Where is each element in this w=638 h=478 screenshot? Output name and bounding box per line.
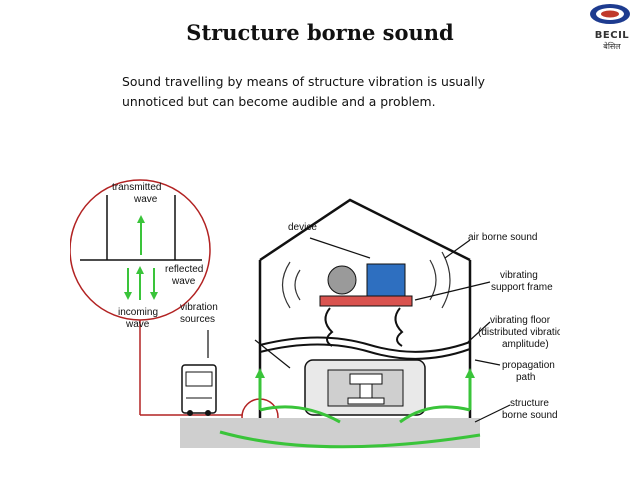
label-floor: vibrating floor [490, 315, 551, 326]
logo-name: BECIL [594, 30, 630, 41]
sound-wave-left [294, 269, 301, 301]
label-floor-2: (distributed vibration [478, 327, 560, 338]
label-floor-3: amplitude) [502, 339, 549, 350]
label-reflected: reflected [165, 264, 203, 275]
label-propagation: propagation [502, 360, 555, 371]
machine [304, 359, 426, 416]
sound-wave-right [429, 259, 437, 301]
label-incoming: incoming [118, 307, 158, 318]
label-structure: structure [510, 398, 549, 409]
label-transmitted-2: wave [133, 194, 158, 205]
propagation-arrows [219, 375, 481, 449]
label-structure-2: borne sound [502, 410, 558, 421]
label-reflected-2: wave [171, 276, 196, 287]
slide-body-text: Sound travelling by means of structure v… [122, 74, 485, 109]
label-arrows [207, 237, 511, 423]
label-support-2: support frame [491, 282, 553, 293]
structure-borne-sound-diagram: transmitted wave reflected wave incoming… [70, 179, 560, 449]
label-air-borne: air borne sound [468, 232, 538, 243]
label-device: device [288, 222, 317, 233]
device-roller [327, 265, 357, 295]
label-support: vibrating [500, 270, 538, 281]
device-box [366, 263, 406, 297]
logo-subname: बेसिल [603, 42, 621, 51]
bus-icon [181, 364, 217, 416]
label-propagation-2: path [516, 372, 535, 383]
support-table [319, 295, 413, 307]
label-vibration-2: sources [180, 314, 215, 325]
label-vibration: vibration [180, 302, 218, 313]
label-transmitted: transmitted [112, 182, 161, 193]
becil-logo-icon [590, 4, 630, 24]
slide-title: Structure borne sound [186, 20, 454, 45]
label-incoming-2: wave [125, 319, 150, 330]
